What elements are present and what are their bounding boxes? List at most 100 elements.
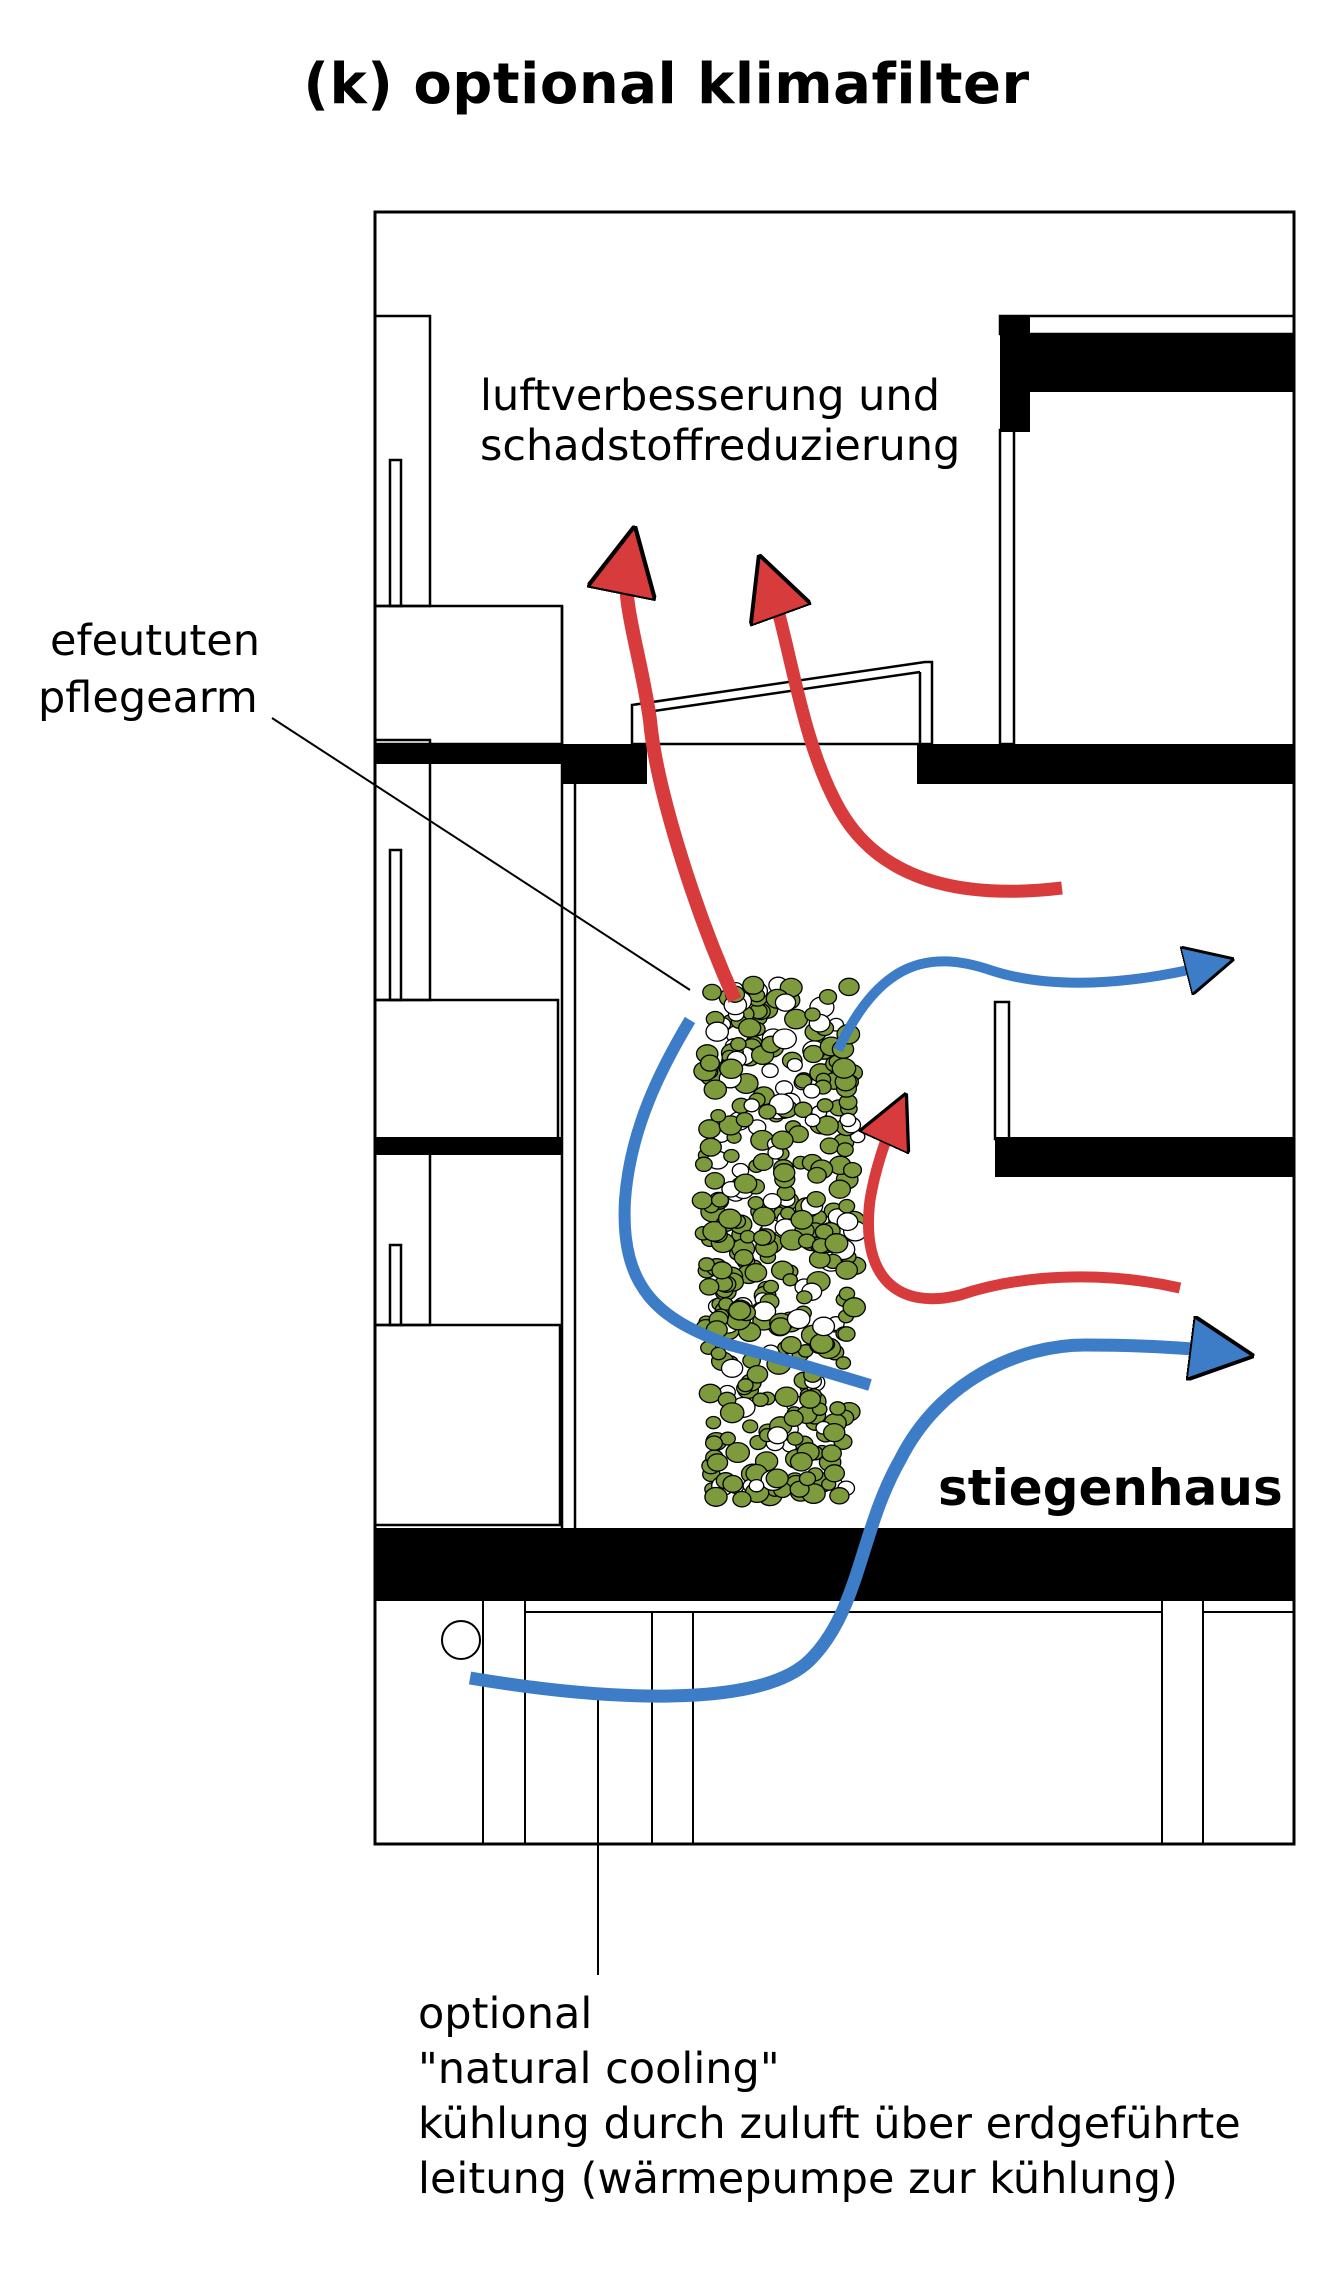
upper-right-column (1000, 316, 1030, 432)
ivy-leaf (790, 1209, 814, 1230)
ivy-leaf (710, 1192, 730, 1208)
ivy-leaf (838, 977, 860, 997)
ivy-leaf (722, 1474, 744, 1493)
ivy-leaf (793, 1101, 813, 1119)
ivy-leaf (782, 1273, 798, 1287)
ivy-leaf (719, 1058, 744, 1080)
slab-right-mid (995, 1137, 1294, 1177)
ivy-leaf (804, 1113, 821, 1128)
ivy-leaf (723, 1148, 740, 1163)
ivy-leaf (786, 1308, 811, 1330)
ivy-leaf (771, 1130, 794, 1150)
ground-slab (375, 1528, 1294, 1600)
ivy-leaf (769, 1317, 792, 1336)
ivy-leaf (702, 983, 722, 1001)
facade-panel-low (373, 1148, 432, 1327)
warm-air-arrow-3 (868, 1118, 1182, 1305)
ivy-leaf (835, 1356, 852, 1370)
cooling-label-3: kühlung durch zuluft über erdgeführte (418, 2099, 1241, 2149)
ivy-leaf (786, 1431, 804, 1446)
window-slot-3 (388, 1243, 403, 1327)
ivy-leaf (752, 1392, 769, 1408)
ivy-leaf (711, 1261, 733, 1280)
ivy-leaf (798, 1471, 817, 1487)
ivy-label-2: pflegearm (38, 673, 258, 723)
ivy-leaf (774, 1386, 799, 1408)
skylight-frame (630, 660, 934, 746)
ivy-leaf (802, 1083, 821, 1099)
ivy-leaf (842, 1161, 863, 1179)
cooling-label-2: "natural cooling" (418, 2044, 780, 2094)
upper-right-block (998, 314, 1296, 336)
ivy-leaf (835, 1260, 859, 1280)
warm-air-arrow-2 (770, 585, 1063, 898)
ivy-leaf (743, 1098, 760, 1113)
ivy-leaf (796, 1290, 813, 1305)
ivy-leaf (719, 1402, 745, 1424)
ivy-leaf (818, 988, 838, 1005)
window-slot-1 (388, 458, 403, 608)
ivy-leaf (748, 1478, 765, 1493)
ivy-leaf (752, 1206, 776, 1227)
ivy-leaf (784, 1008, 809, 1030)
ivy-leaf (819, 1137, 840, 1155)
ivy-leaf (738, 1017, 762, 1038)
ivy-leaf (839, 1112, 857, 1128)
ivy-leaf (753, 1229, 772, 1246)
ivy-plant (691, 975, 868, 1508)
facade-panel-upper (373, 314, 432, 608)
stairwell-label: stiegenhaus (938, 1459, 1283, 1517)
ivy-leaf (733, 1173, 758, 1194)
left-facade (373, 314, 577, 1530)
ivy-leaf (704, 1486, 728, 1507)
pipe-symbol (441, 1620, 481, 1660)
ivy-leaf (703, 1079, 728, 1100)
ivy-leaf (780, 1335, 802, 1355)
ivy-leaf (742, 1419, 759, 1434)
ivy-leaf (837, 1326, 856, 1342)
ivy-leaf (762, 1279, 780, 1294)
ivy-leaf (765, 1468, 789, 1489)
slab-mid-left (562, 744, 647, 784)
slab-left-mid (375, 1137, 562, 1155)
ivy-leaf (822, 1422, 846, 1443)
ivy-leaf (836, 1212, 859, 1232)
diagram-title: (k) optional klimafilter (303, 52, 1030, 117)
ivy-leaf (699, 1054, 721, 1072)
ivy-leaf (728, 1300, 752, 1321)
ivy-leaf (821, 1444, 842, 1463)
ivy-leaf (829, 1487, 850, 1505)
ivy-leaf (742, 975, 765, 995)
ivy-leaf (807, 1166, 827, 1184)
air-flows (468, 560, 1222, 1703)
ivy-leaf (804, 1007, 821, 1022)
floor-slabs (375, 314, 1296, 1600)
slab-mid-right (917, 744, 1294, 784)
right-wall-upper (998, 428, 1016, 746)
ivy-leaf (786, 1057, 803, 1073)
cooling-label-1: optional (418, 1989, 592, 2039)
ivy-leaf (828, 1179, 852, 1199)
ivy-leaf (789, 1451, 813, 1472)
warm-air-arrow-1 (626, 560, 742, 1003)
ivy-leaf (733, 1248, 754, 1267)
ivy-leaf (829, 1401, 846, 1416)
ivy-leaf (809, 1333, 834, 1354)
ivy-leaf (838, 1198, 856, 1214)
ivy-leaf (746, 1364, 769, 1384)
ivy-leaf (772, 1163, 796, 1183)
ivy-leaf (717, 1208, 742, 1230)
ivy-leaf (767, 1426, 789, 1445)
cool-air-arrow-1b (833, 961, 1210, 1053)
ivy-leaf (705, 1021, 730, 1042)
ivy-leader (271, 717, 691, 991)
ivy-leaf (698, 1277, 720, 1296)
cooling-label-4: leitung (wärmepumpe zur kühlung) (418, 2154, 1178, 2204)
leader-lines (271, 717, 691, 1975)
balcony-box-3 (373, 1323, 562, 1527)
ivy-leaf (730, 1037, 747, 1052)
ivy-leaf (812, 1316, 836, 1337)
ivy-leaf (710, 1108, 727, 1123)
